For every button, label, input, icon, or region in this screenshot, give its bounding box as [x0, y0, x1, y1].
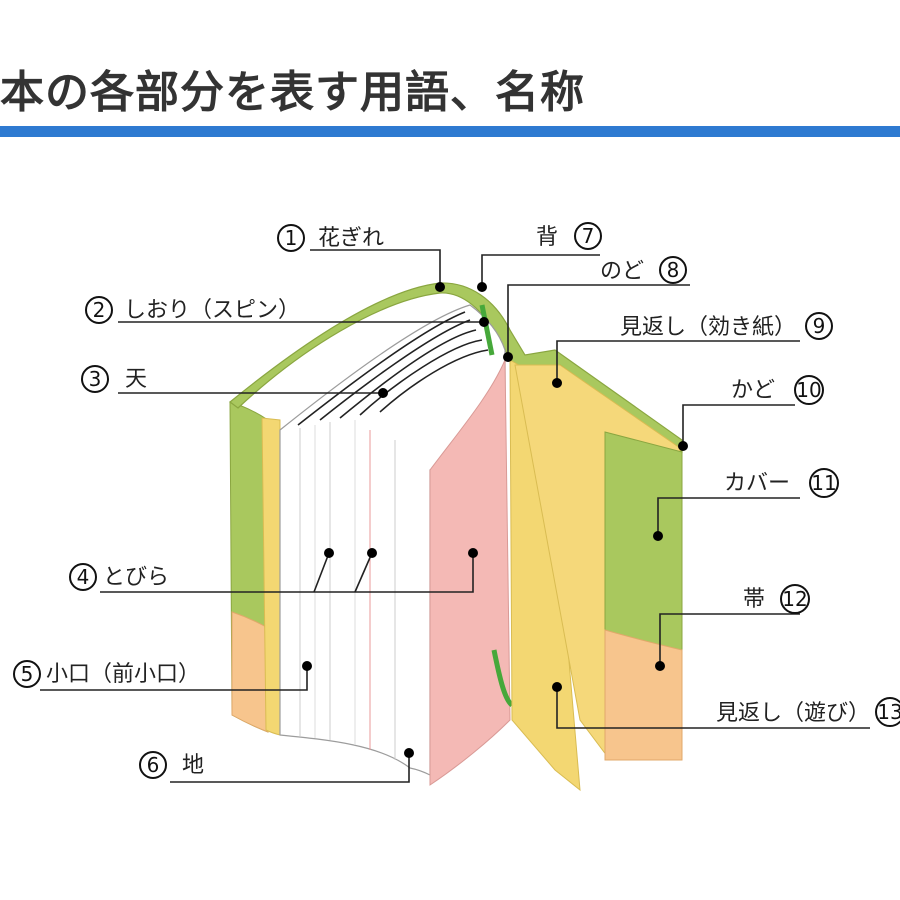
label-text: のど: [600, 259, 644, 284]
leader-dots: [302, 282, 688, 758]
dot-koguchi: [302, 661, 312, 671]
label-number: 13: [877, 700, 900, 724]
label-text: カバー: [724, 471, 790, 496]
label-text: 背: [536, 225, 558, 250]
dot-mikaeshi-kiki: [552, 378, 562, 388]
dot-tobira-1: [324, 548, 334, 558]
book-illustration: [229, 282, 683, 792]
label-text: 見返し（効き紙）: [620, 315, 796, 340]
title-underline: [0, 126, 900, 137]
label-text: かど: [731, 378, 775, 403]
label-text: 花ぎれ: [318, 226, 384, 251]
dot-shiori: [479, 317, 489, 327]
label-text: 天: [125, 367, 147, 392]
dot-nodo: [503, 352, 513, 362]
dot-se: [477, 282, 487, 292]
label-chi: 6 地: [139, 751, 204, 779]
label-number: 8: [667, 258, 680, 282]
label-text: 地: [182, 753, 204, 778]
label-shiori: 2 しおり（スピン）: [85, 296, 300, 324]
label-number: 7: [582, 224, 595, 248]
label-number: 2: [93, 298, 106, 322]
title-page: [429, 359, 511, 786]
label-nodo: のど 8: [600, 256, 687, 284]
label-se: 背 7: [536, 222, 602, 250]
label-text: しおり（スピン）: [124, 298, 300, 323]
page-title: 本の各部分を表す用語、名称: [0, 67, 585, 118]
label-mikaeshi-kiki: 見返し（効き紙） 9: [620, 312, 833, 340]
right-obi: [604, 629, 683, 761]
label-koguchi: 5 小口（前小口）: [13, 660, 200, 688]
dot-hanagire: [435, 282, 445, 292]
label-number: 11: [811, 471, 836, 495]
label-number: 4: [77, 565, 90, 589]
label-text: とびら: [103, 565, 169, 590]
label-number: 1: [285, 226, 298, 250]
dot-mikaeshi-asobi: [552, 682, 562, 692]
label-number: 5: [21, 662, 34, 686]
dot-tobira-3: [468, 548, 478, 558]
label-text: 小口（前小口）: [46, 662, 200, 687]
dot-tobira-2: [367, 548, 377, 558]
label-number: 6: [147, 753, 160, 777]
dot-obi: [655, 661, 665, 671]
label-tobira: 4 とびら: [69, 563, 169, 591]
dot-cover: [653, 531, 663, 541]
label-kado: かど 10: [731, 375, 824, 405]
label-text: 帯: [743, 587, 765, 612]
leader-lines: [40, 249, 870, 783]
label-number: 9: [813, 314, 826, 338]
label-ten: 3 天: [81, 365, 147, 393]
dot-ten: [378, 388, 388, 398]
label-mikaeshi-asobi: 見返し（遊び） 13: [716, 697, 900, 727]
label-hanagire: 1 花ぎれ: [277, 224, 384, 252]
label-text: 見返し（遊び）: [716, 701, 870, 726]
label-number: 3: [89, 367, 102, 391]
label-obi: 帯 12: [743, 584, 810, 614]
label-number: 12: [782, 587, 807, 611]
text-block: [279, 304, 506, 776]
label-cover: カバー 11: [724, 468, 839, 498]
left-obi: [231, 611, 269, 733]
label-number: 10: [796, 378, 821, 402]
dot-chi: [404, 748, 414, 758]
bookmark-ribbon: [479, 304, 495, 356]
dot-kado: [678, 441, 688, 451]
